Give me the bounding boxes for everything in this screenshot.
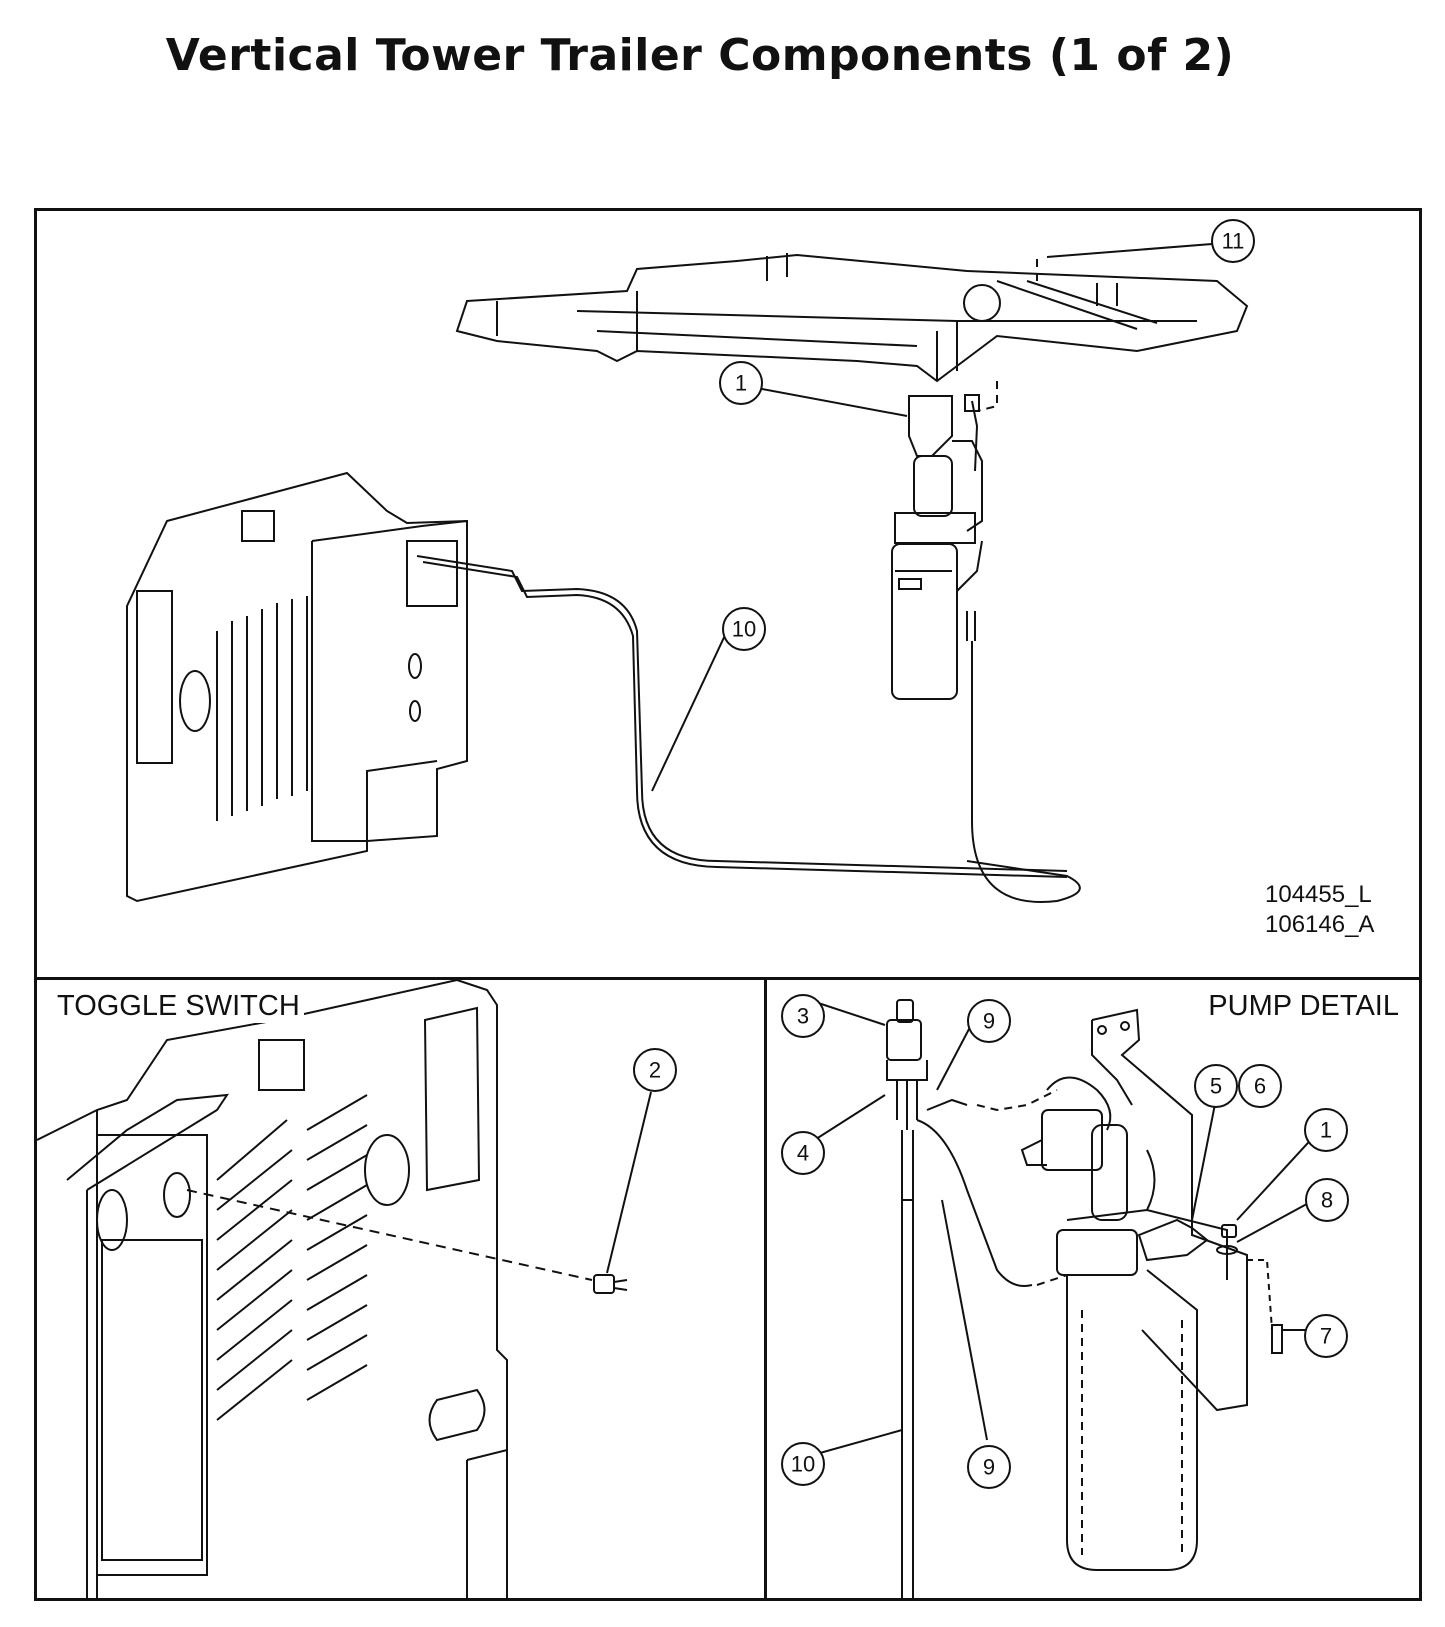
callout-1: 1 bbox=[1304, 1108, 1348, 1152]
toggle-switch-part bbox=[593, 1274, 628, 1294]
svg-text:4: 4 bbox=[797, 1141, 809, 1166]
vent-slots bbox=[216, 596, 308, 821]
callout-7: 7 bbox=[1304, 1314, 1348, 1358]
cable-bundle-10 bbox=[901, 1130, 914, 1598]
pump-bracket bbox=[1091, 1008, 1248, 1412]
callout-6: 6 bbox=[1238, 1064, 1282, 1108]
callout-3: 3 bbox=[781, 994, 825, 1038]
svg-text:9: 9 bbox=[983, 1009, 995, 1034]
svg-text:1: 1 bbox=[1320, 1118, 1332, 1143]
svg-text:6: 6 bbox=[1254, 1074, 1266, 1099]
vent-slots bbox=[216, 1094, 368, 1421]
svg-text:10: 10 bbox=[732, 617, 756, 642]
svg-text:11: 11 bbox=[1222, 229, 1245, 254]
toggle-switch-label: TOGGLE SWITCH bbox=[53, 990, 304, 1023]
callout-8: 8 bbox=[1305, 1178, 1349, 1222]
control-panel-enclosure bbox=[126, 471, 468, 903]
toggle-switch-panel: 2 TOGGLE SWITCH bbox=[34, 977, 767, 1601]
svg-text:9: 9 bbox=[983, 1455, 995, 1480]
svg-text:2: 2 bbox=[649, 1058, 661, 1083]
callout-11: 11 bbox=[1211, 219, 1255, 263]
drawing-id-2: 106146_A bbox=[1265, 911, 1375, 938]
pump-detail-label: PUMP DETAIL bbox=[1204, 990, 1403, 1023]
svg-text:10: 10 bbox=[791, 1452, 815, 1477]
fasteners bbox=[1216, 1224, 1283, 1354]
page-title: Vertical Tower Trailer Components (1 of … bbox=[165, 30, 1235, 81]
main-assembly-drawing: 11 1 10 bbox=[126, 219, 1255, 903]
pump-detail-panel: 3 9 5 6 4 1 8 7 bbox=[764, 977, 1422, 1601]
svg-text:3: 3 bbox=[797, 1004, 809, 1029]
callout-5: 5 bbox=[1194, 1064, 1238, 1108]
pump-detail-drawing: 3 9 5 6 4 1 8 7 bbox=[781, 994, 1349, 1598]
callout-10: 10 bbox=[722, 607, 766, 651]
pump-motor bbox=[1020, 1076, 1156, 1221]
wire-9 bbox=[916, 1089, 1068, 1287]
svg-text:1: 1 bbox=[735, 371, 747, 396]
callout-2: 2 bbox=[633, 1048, 677, 1092]
toggle-switch-drawing: 2 bbox=[37, 980, 677, 1598]
svg-text:7: 7 bbox=[1320, 1324, 1332, 1349]
drawing-id-1: 104455_L bbox=[1265, 881, 1372, 908]
cable-10 bbox=[416, 555, 1068, 878]
panel-side-view bbox=[37, 980, 508, 1598]
callout-10: 10 bbox=[781, 1442, 825, 1486]
valve-cluster bbox=[886, 999, 928, 1130]
callout-9-upper: 9 bbox=[967, 999, 1011, 1043]
callout-9-lower: 9 bbox=[967, 1445, 1011, 1489]
pump-assembly bbox=[891, 394, 1081, 903]
main-assembly-panel: 11 1 10 104455_L 106146_A bbox=[34, 208, 1422, 980]
trailer-frame bbox=[455, 253, 1249, 383]
callout-1: 1 bbox=[719, 361, 763, 405]
callout-4: 4 bbox=[781, 1131, 825, 1175]
svg-text:5: 5 bbox=[1210, 1074, 1222, 1099]
svg-text:8: 8 bbox=[1321, 1188, 1333, 1213]
pump-reservoir bbox=[1056, 1208, 1228, 1571]
